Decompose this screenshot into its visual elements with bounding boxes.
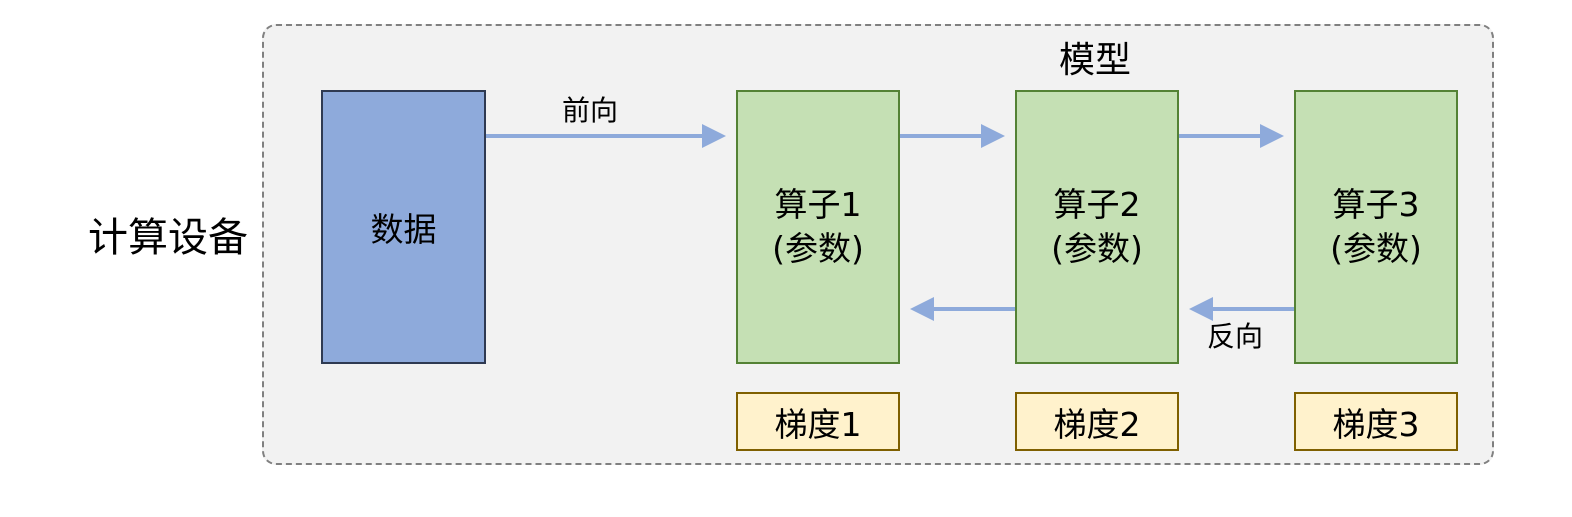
gradient-2-box: 梯度2: [1015, 392, 1179, 451]
operator-2-name: 算子2: [1053, 185, 1141, 224]
operator-1-name: 算子1: [774, 185, 862, 224]
gradient-1-box: 梯度1: [736, 392, 900, 451]
forward-label: 前向: [562, 94, 619, 127]
data-block: 数据: [321, 90, 486, 364]
device-label: 计算设备: [88, 215, 248, 261]
operator-1-params: (参数): [772, 229, 864, 268]
operator-3-params: (参数): [1330, 229, 1422, 268]
model-label: 模型: [1058, 40, 1131, 81]
gradient-3-box: 梯度3: [1294, 392, 1458, 451]
operator-1-box: 算子1 (参数): [736, 90, 900, 364]
operator-2-params: (参数): [1051, 229, 1143, 268]
gradient-1-label: 梯度1: [774, 404, 862, 444]
operator-2-box: 算子2 (参数): [1015, 90, 1179, 364]
data-block-label: 数据: [370, 210, 437, 249]
gradient-2-label: 梯度2: [1053, 404, 1141, 444]
backward-label: 反向: [1207, 320, 1264, 353]
operator-3-name: 算子3: [1332, 185, 1420, 224]
gradient-3-label: 梯度3: [1332, 404, 1420, 444]
operator-3-box: 算子3 (参数): [1294, 90, 1458, 364]
